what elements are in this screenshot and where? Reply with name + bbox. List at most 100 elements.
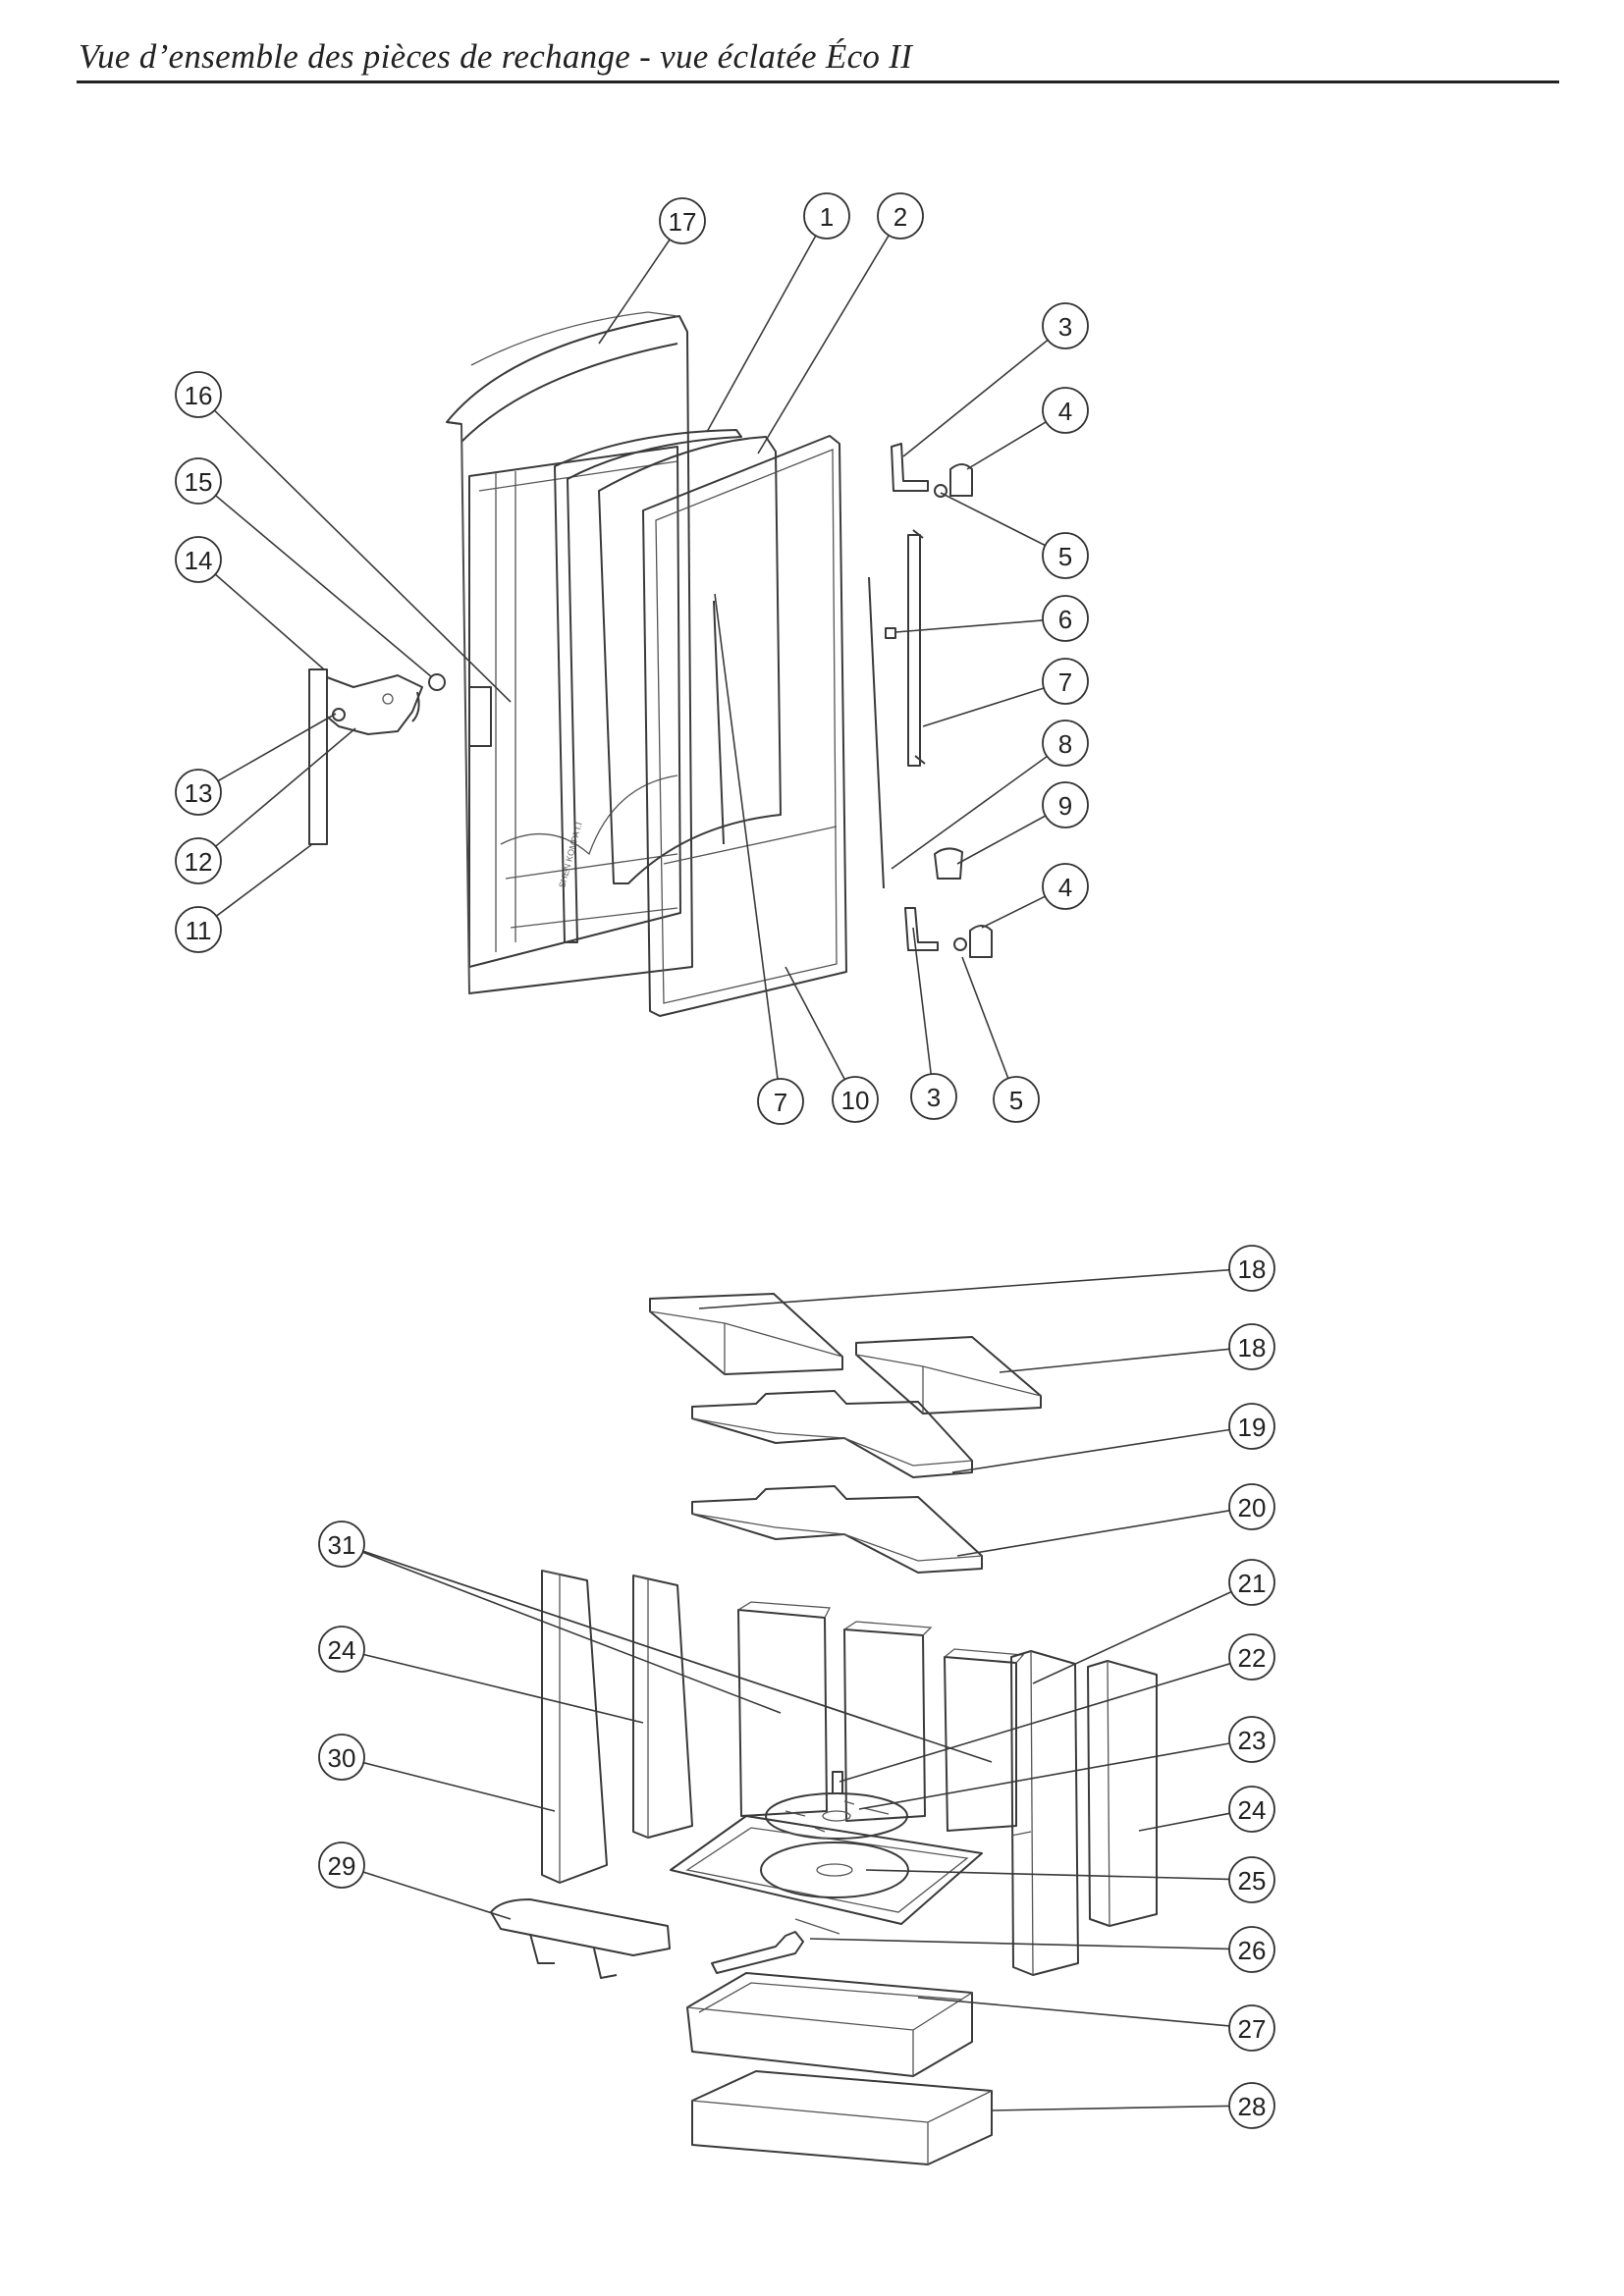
callout-24: 24 [318,1626,365,1673]
callout-number: 6 [1058,605,1072,634]
leader-line-26 [809,1938,1230,1950]
leader-line-8 [891,755,1048,870]
callout-8: 8 [1042,720,1089,767]
door-assembly: SHEN KOMPA I.I [308,311,993,1017]
leader-line-31 [362,1551,782,1714]
leader-line-9 [956,815,1047,865]
side-brick-left-outer [541,1570,608,1884]
callout-6: 6 [1042,595,1089,642]
callout-circle [757,1078,804,1125]
callout-number: 13 [185,778,213,808]
callout-circle [910,1073,957,1120]
ash-pan-housing [691,2070,993,2165]
rotating-grate [765,1771,908,1840]
callout-number: 7 [774,1088,787,1117]
side-brick-right-outer [1087,1660,1158,1927]
callout-circle [1228,1323,1275,1370]
callout-circle [1228,1559,1275,1606]
callout-31: 31 [318,1521,365,1568]
leader-lines [213,235,1232,2111]
callout-circle [175,457,222,505]
callout-number: 28 [1238,2092,1267,2121]
callout-number: 3 [927,1083,941,1112]
callout-circle [175,837,222,884]
callout-circle [1042,658,1089,705]
leader-line-17 [598,239,671,345]
glass-frame-part [642,435,847,1017]
leader-line-29 [362,1871,512,1920]
callout-1: 1 [803,192,850,240]
callout-circle [1042,595,1089,642]
callout-5: 5 [993,1076,1040,1123]
callout-number: 24 [1238,1795,1267,1825]
callout-circle [175,906,222,953]
callout-number: 19 [1238,1413,1267,1442]
callout-circle [175,371,222,418]
callout-circle [318,1842,365,1889]
callout-number: 18 [1238,1255,1267,1284]
callout-number: 12 [185,847,213,877]
back-brick-a [737,1609,828,1817]
callout-18: 18 [1228,1245,1275,1292]
callout-circle [1228,1786,1275,1833]
callout-circle [1228,1633,1275,1681]
leader-line-27 [917,1997,1230,2027]
leader-line-23 [858,1742,1230,1810]
side-brick-right-inner [1010,1650,1079,1976]
callout-20: 20 [1228,1483,1275,1530]
page-title: Vue d’ensemble des pièces de rechange - … [79,37,913,76]
callout-21: 21 [1228,1559,1275,1606]
callout-number: 31 [328,1530,356,1560]
callout-23: 23 [1228,1716,1275,1763]
back-brick-c [944,1656,1017,1832]
gasket-part [554,429,742,943]
callout-circle [659,197,706,244]
callout-number: 1 [820,202,834,232]
leader-line-11 [215,843,313,917]
callout-7: 7 [757,1078,804,1125]
decor-element [490,1898,671,1956]
callout-number: 11 [186,916,212,945]
leader-line-31-extra [362,1550,993,1763]
callout-16: 16 [175,371,222,418]
callout-9: 9 [1042,781,1089,828]
glass-panel-part [598,436,782,884]
leader-line-7 [714,593,779,1080]
rod-part [713,600,725,845]
callout-15: 15 [175,457,222,505]
callout-14: 14 [175,536,222,583]
callout-number: 5 [1058,542,1072,571]
left-hinge-assembly [308,668,446,845]
callout-3: 3 [910,1073,957,1120]
leader-line-28 [991,2105,1230,2111]
leader-line-4 [981,895,1046,929]
callout-number: 18 [1238,1333,1267,1362]
leader-line-15 [215,495,433,678]
callout-number: 15 [185,467,213,497]
callout-circle [1228,1716,1275,1763]
leader-line-24 [1138,1812,1230,1832]
leader-line-18 [698,1268,1230,1309]
callout-26: 26 [1228,1926,1275,1973]
callout-circle [993,1076,1040,1123]
callout-24: 24 [1228,1786,1275,1833]
callout-number: 16 [185,381,213,410]
leader-line-3 [912,927,932,1075]
callout-number: 29 [328,1851,356,1881]
callout-circle [1042,302,1089,349]
firebox-assembly [490,1293,1158,2165]
callout-circle [803,192,850,240]
leader-line-3 [902,339,1049,457]
callout-circle [1042,781,1089,828]
callout-number: 23 [1238,1726,1267,1755]
leader-line-14 [214,573,325,670]
callout-30: 30 [318,1734,365,1781]
leader-line-25 [865,1869,1230,1881]
callout-13: 13 [175,769,222,816]
grate-frame [670,1815,983,1925]
callout-circle [1228,1483,1275,1530]
part-stamp: SHEN KOMPA I.I [557,821,583,888]
callout-number: 20 [1238,1493,1267,1522]
